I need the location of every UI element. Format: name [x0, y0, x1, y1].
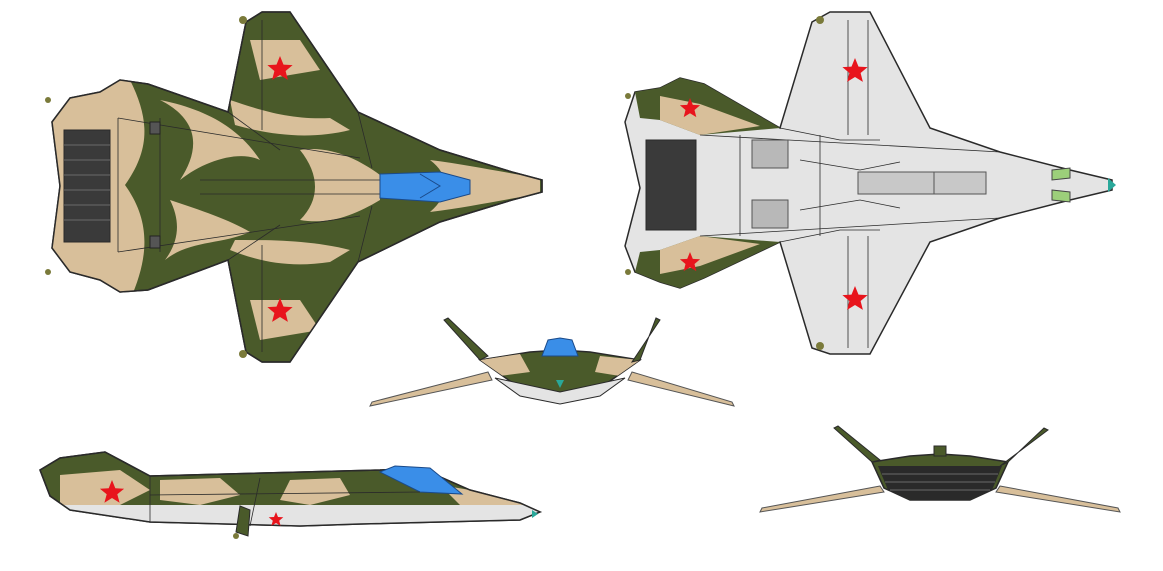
nose-sensor — [556, 380, 564, 388]
red-star-icon — [267, 56, 293, 80]
red-star-icon — [99, 480, 125, 503]
side-view — [39, 451, 542, 539]
rear-view — [759, 425, 1121, 513]
engine-nozzle — [878, 466, 1002, 500]
red-star-icon — [842, 58, 868, 82]
red-star-icon — [842, 286, 868, 310]
canopy — [378, 465, 464, 495]
nose-sensor — [532, 510, 538, 518]
red-star-icon — [267, 298, 293, 322]
red-star-icon — [679, 252, 701, 272]
canopy — [541, 337, 579, 357]
nose-sensor — [1108, 178, 1116, 192]
canopy — [379, 171, 471, 203]
intake — [1051, 167, 1071, 181]
red-star-icon — [679, 98, 701, 118]
top-view — [45, 11, 543, 363]
intake — [1051, 189, 1071, 203]
bottom-view — [624, 11, 1116, 355]
red-star-icon — [268, 512, 284, 526]
engine-nozzle — [63, 129, 111, 243]
engine-nozzle — [645, 139, 697, 231]
front-view — [369, 317, 735, 407]
